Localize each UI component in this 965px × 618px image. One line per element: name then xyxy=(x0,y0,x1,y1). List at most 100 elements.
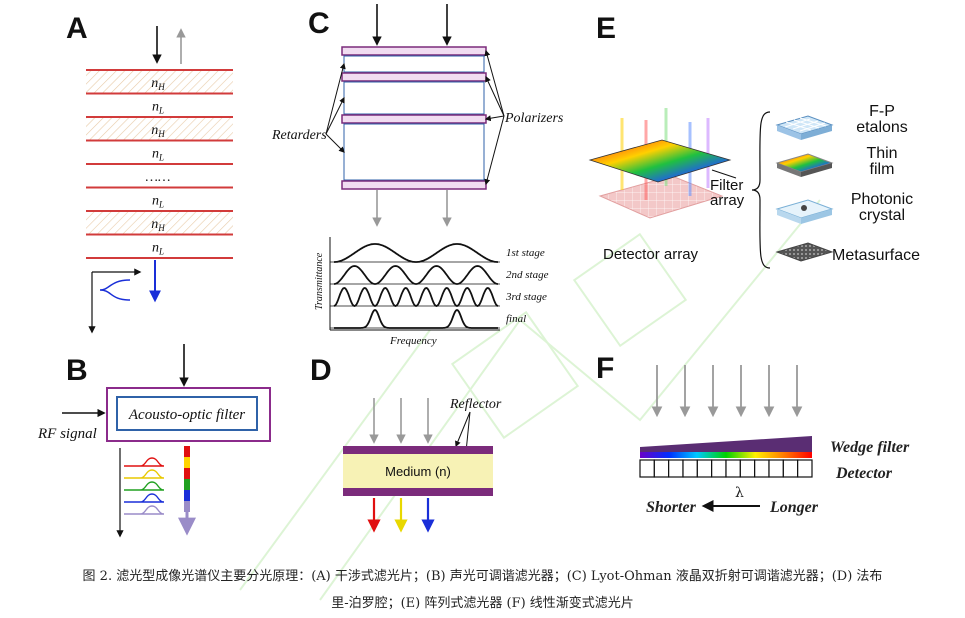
filter-array-label-2: array xyxy=(710,192,745,209)
spectrum-peak xyxy=(124,493,165,503)
lambda-symbol: λ xyxy=(735,485,744,501)
stage-curve xyxy=(333,287,499,307)
detector-pixel xyxy=(696,459,713,478)
panel-d: D Reflector Medium (n) xyxy=(310,354,502,533)
shorter-label: Shorter xyxy=(646,499,697,516)
layer-label: …… xyxy=(146,170,171,185)
spectrum-peak xyxy=(124,481,165,491)
detector-array-plane xyxy=(598,175,724,219)
high-index-layer xyxy=(86,211,233,235)
panel-e: E Filter array Detector array xyxy=(588,12,920,269)
reflector-top xyxy=(343,446,493,454)
aotf-output-spectra xyxy=(124,457,165,515)
brace xyxy=(751,111,771,269)
beam-segment xyxy=(184,479,190,490)
filter-type-label: Metasurface xyxy=(832,247,920,264)
lyot-stack xyxy=(341,46,487,190)
layer-label: nL xyxy=(152,193,164,209)
polarizers-label: Polarizers xyxy=(504,111,564,126)
retarders-label: Retarders xyxy=(271,128,327,143)
detector-pixel xyxy=(653,459,670,478)
filter-type-label: film xyxy=(870,161,895,178)
longer-label: Longer xyxy=(769,499,819,516)
detector-label: Detector xyxy=(835,465,893,482)
filter-type-label: Thin xyxy=(866,145,897,162)
stage-curve xyxy=(334,308,498,329)
panel-b: B Acousto-optic filter RF signal xyxy=(37,344,271,538)
spectrum-curve xyxy=(99,279,131,301)
watermark xyxy=(239,199,821,601)
spectrum-peak xyxy=(124,457,165,467)
detector-pixel xyxy=(668,459,684,478)
aotf-outer-box xyxy=(106,387,271,442)
stage-curve xyxy=(333,265,499,285)
layer-label: nL xyxy=(152,240,164,256)
incident-arrows xyxy=(651,365,803,418)
beam-segment xyxy=(184,457,190,468)
reflector-label: Reflector xyxy=(449,397,502,412)
medium-label: Medium (n) xyxy=(385,464,451,479)
filter-array-label-1: Filter xyxy=(710,177,743,194)
filter-type-labels: F-PetalonsThinfilmPhotoniccrystalMetasur… xyxy=(832,103,920,264)
beam-segment xyxy=(184,468,190,479)
aotf-label: Acousto-optic filter xyxy=(128,407,245,423)
detector-pixel xyxy=(739,459,756,478)
beam-segment xyxy=(184,501,190,512)
fp-etalons-icon xyxy=(775,115,834,140)
panel-f: F Wedge filter Detector Shorter Longer λ xyxy=(596,352,910,516)
detector-pixel xyxy=(768,459,784,478)
detector-pixel xyxy=(711,459,727,478)
spectrum-peak xyxy=(124,505,165,515)
stage-label: 2nd stage xyxy=(506,269,549,281)
filter-type-label: etalons xyxy=(856,119,908,136)
photonic-crystal-icon xyxy=(775,199,834,224)
aotf-output-beam xyxy=(184,446,190,512)
detector-pixel xyxy=(682,459,698,478)
panel-b-letter: B xyxy=(66,354,88,387)
beam-segment xyxy=(184,446,190,457)
aotf-inner-box xyxy=(116,396,258,431)
high-index-layer xyxy=(86,117,233,141)
filter-type-label: crystal xyxy=(859,207,905,224)
detector-cells xyxy=(639,459,813,478)
retarder-pointers xyxy=(325,62,346,153)
metasurface-icon xyxy=(775,242,834,262)
detector-pixel xyxy=(797,459,813,478)
detector-pixel xyxy=(639,459,655,478)
filter-type-label: Photonic xyxy=(851,191,913,208)
filter-array-plane xyxy=(588,139,732,183)
panel-c-letter: C xyxy=(308,7,330,40)
stage-label: final xyxy=(506,313,526,325)
detector-pixel xyxy=(754,459,770,478)
high-index-layer xyxy=(86,70,233,94)
panel-c: C Retarders Polarizers Tr xyxy=(271,4,564,347)
stage-label: 1st stage xyxy=(506,247,545,259)
panel-e-letter: E xyxy=(596,12,616,45)
rf-signal-label: RF signal xyxy=(37,426,97,442)
transmittance-axis-label: Transmittance xyxy=(314,252,325,310)
wedge-filter-label: Wedge filter xyxy=(830,439,910,456)
detector-pixel xyxy=(725,459,741,478)
reflector-bottom xyxy=(343,488,493,496)
filter-type-label: F-P xyxy=(869,103,895,120)
caption-line-1: 图 2. 滤光型成像光谱仪主要分光原理：(A) 干涉式滤光片；(B) 声光可调谐… xyxy=(82,569,883,584)
thin-film-icon xyxy=(775,153,834,177)
wedge-spectrum-band xyxy=(640,452,812,458)
beam-segment xyxy=(184,490,190,501)
cavity-medium xyxy=(343,454,493,488)
layer-label: nL xyxy=(152,146,164,162)
frequency-axis-label: Frequency xyxy=(389,335,437,347)
spectrum-peak xyxy=(124,469,165,479)
stage-curve xyxy=(334,243,498,263)
panel-f-letter: F xyxy=(596,352,614,385)
layer-label: nL xyxy=(152,99,164,115)
panel-d-letter: D xyxy=(310,354,332,387)
caption-line-2: 里-泊罗腔；(E) 阵列式滤光器 (F) 线性渐变式滤光片 xyxy=(331,596,634,611)
panel-a-letter: A xyxy=(66,12,88,45)
detector-pixel xyxy=(782,459,799,478)
polarizer-pointers xyxy=(484,49,505,186)
